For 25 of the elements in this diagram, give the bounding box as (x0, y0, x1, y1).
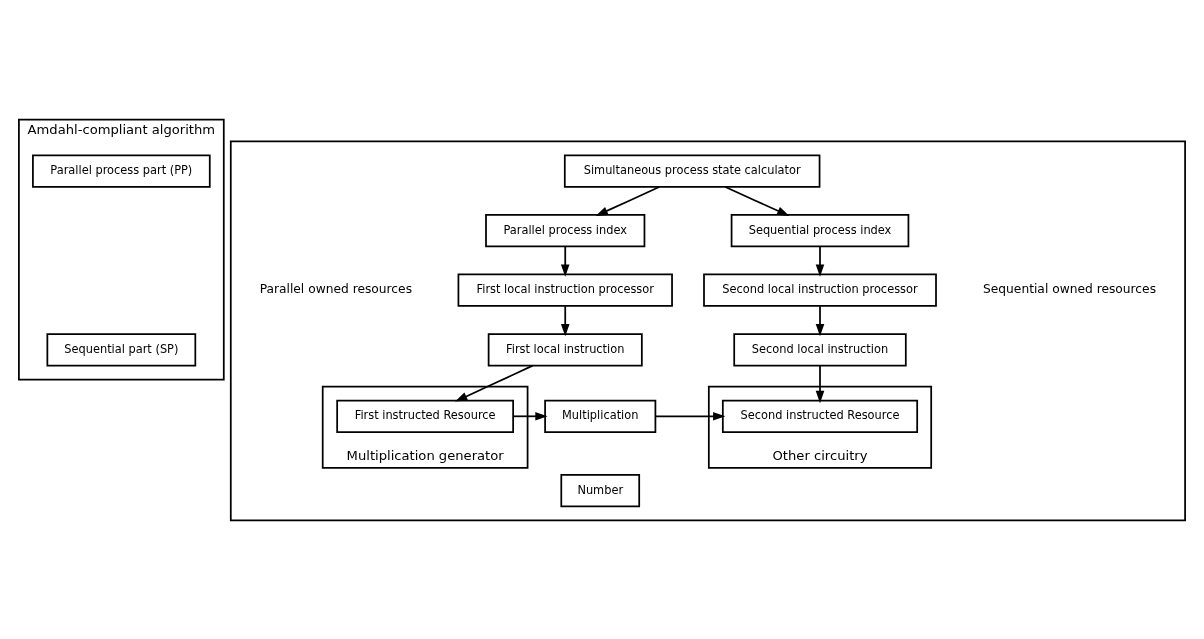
node-box: Sequential part (SP) (46, 332, 197, 366)
node-box: Second local instruction (733, 332, 907, 366)
arrow (560, 245, 570, 277)
cluster (229, 140, 1186, 521)
arrow (815, 364, 825, 403)
label: Parallel owned resources (259, 281, 413, 296)
arrow (595, 185, 661, 216)
node-box: First local instruction (487, 332, 643, 366)
arrow (560, 304, 570, 336)
node-box: Simultaneous process state calculator (563, 154, 821, 188)
arrow (815, 245, 825, 277)
node-box: Parallel process part (PP) (32, 154, 211, 188)
node-box: Parallel process index (485, 213, 646, 247)
arrow (815, 304, 825, 336)
node-box: Second local instruction processor (703, 273, 937, 307)
node-box: Number (560, 473, 641, 507)
arrow (654, 411, 726, 421)
arrow (724, 185, 790, 216)
node-box: Second instructed Resource (721, 399, 919, 433)
node-box: Sequential process index (730, 213, 910, 247)
node-box: First local instruction processor (457, 273, 673, 307)
arrow (512, 411, 548, 421)
node-box: First instructed Resource (336, 399, 514, 433)
node-box: Multiplication (544, 399, 657, 433)
label: Sequential owned resources (983, 281, 1157, 296)
